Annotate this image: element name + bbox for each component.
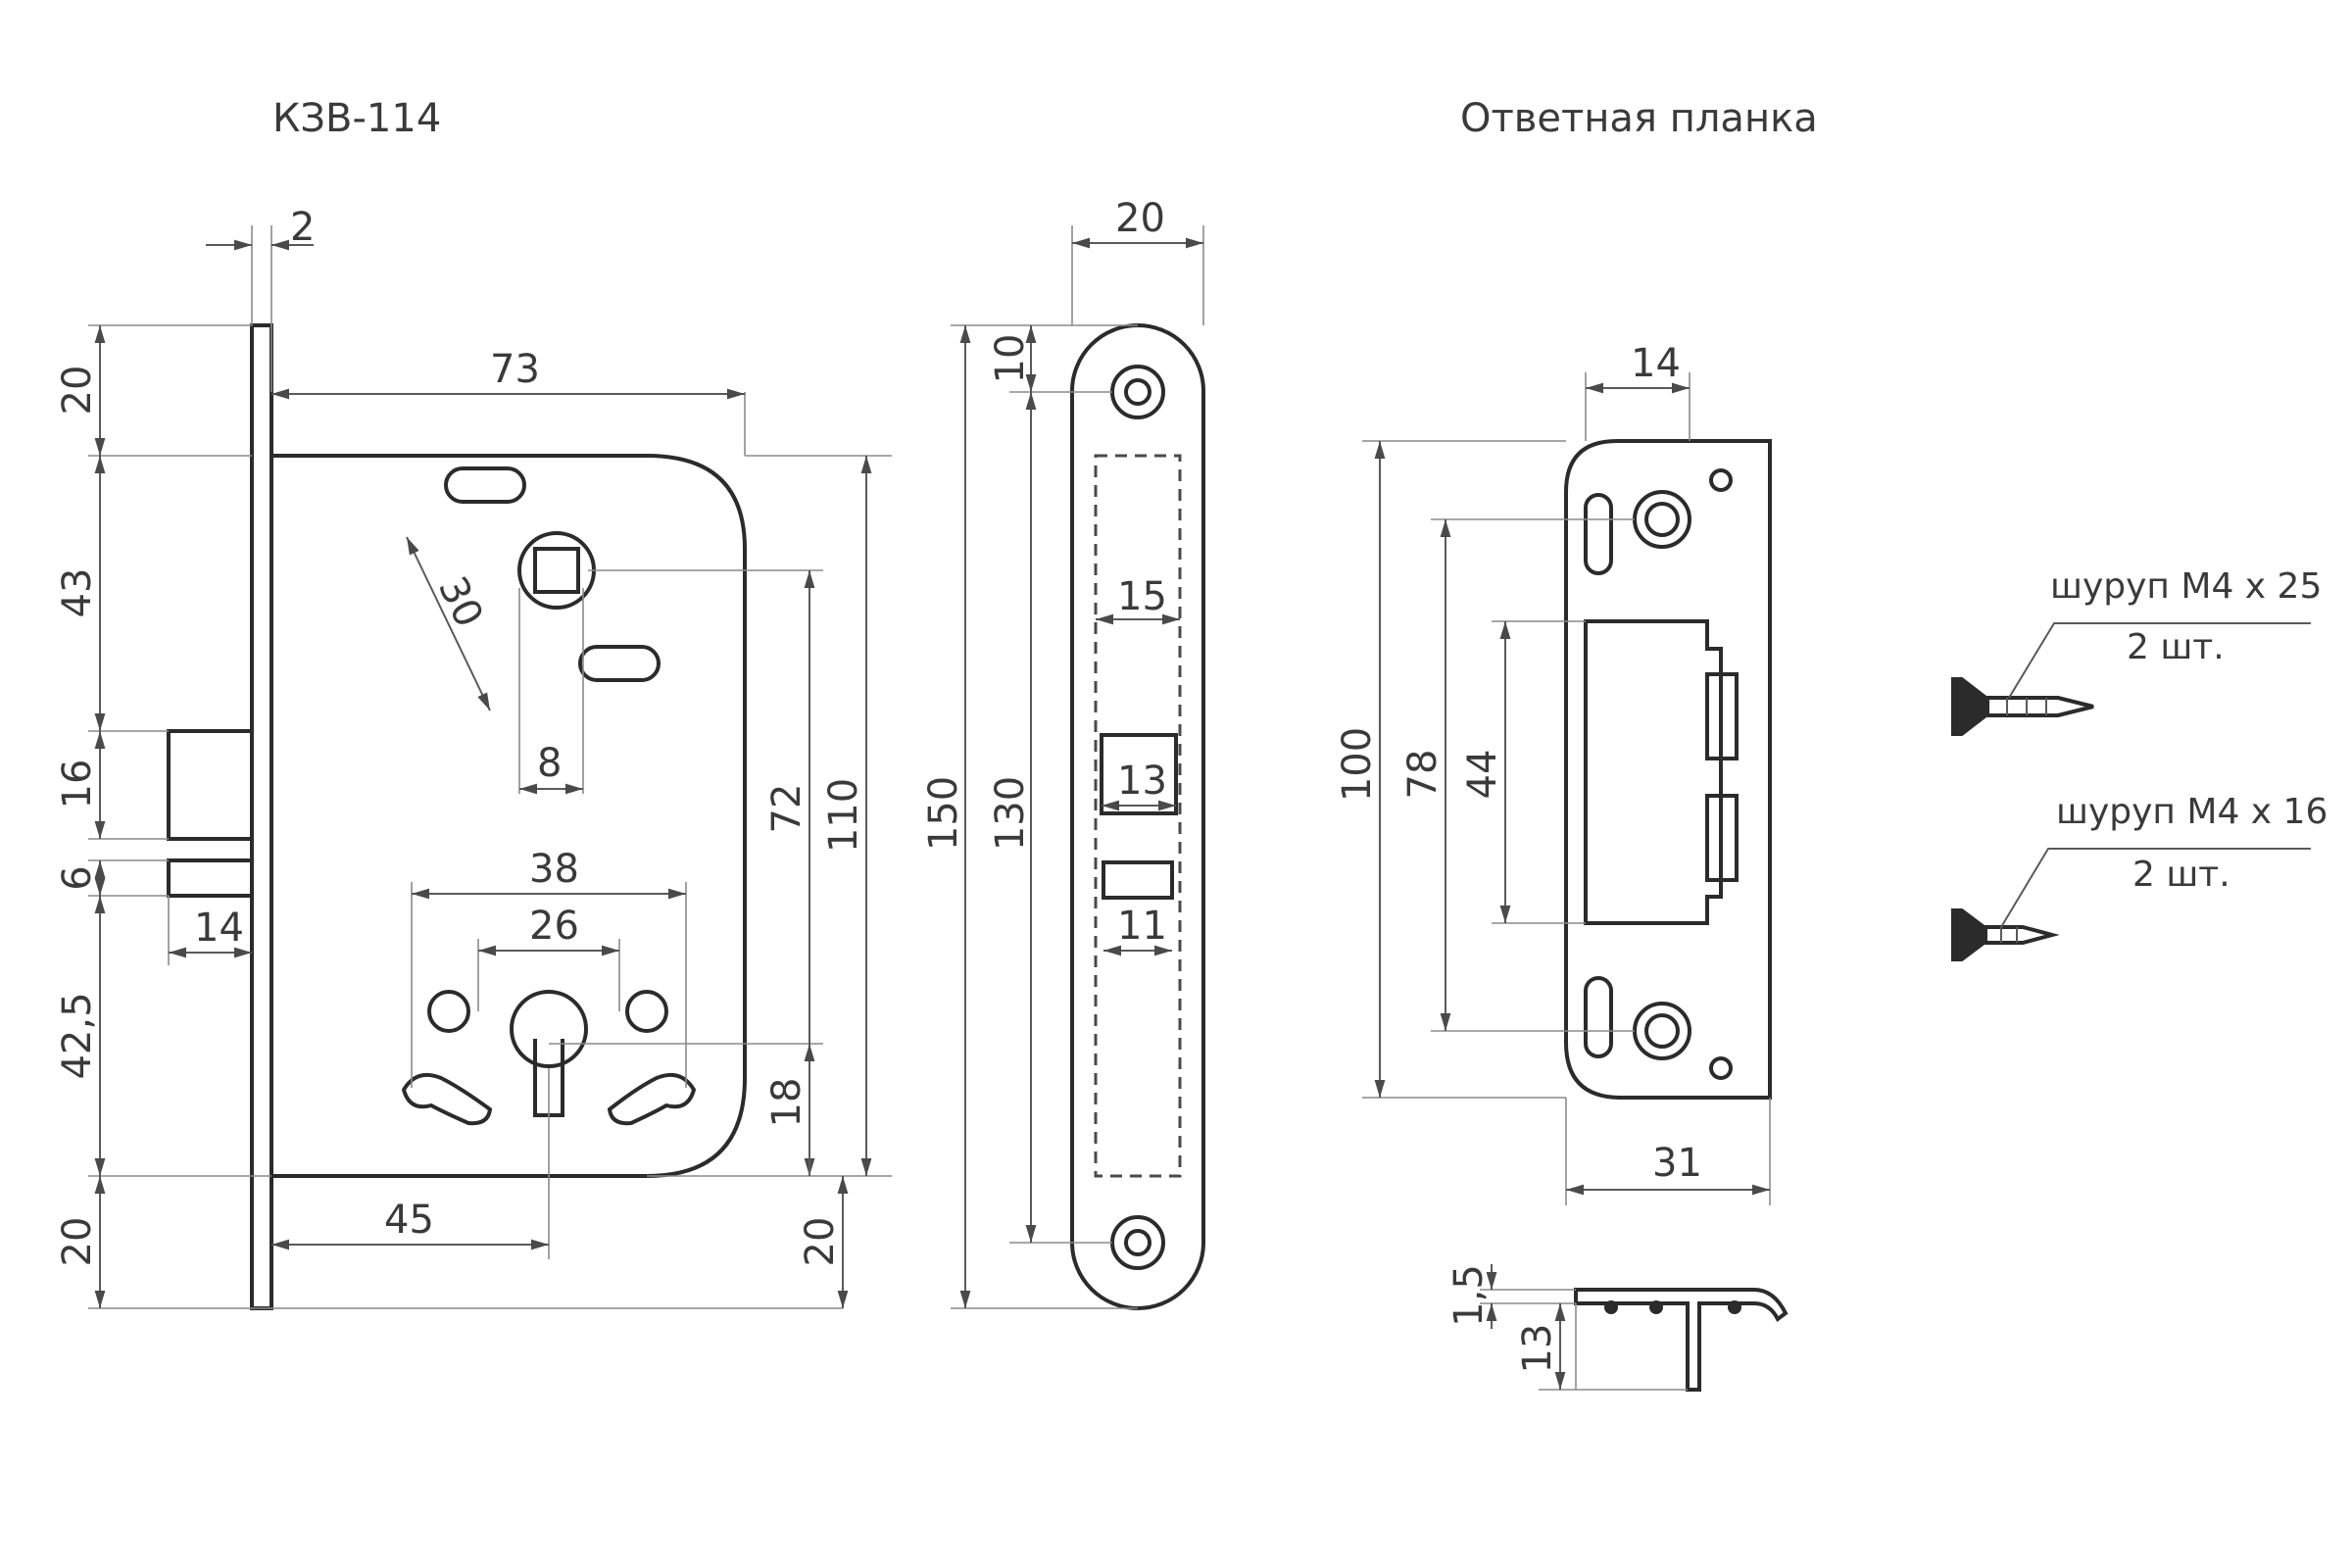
strike-pocket — [1584, 619, 1723, 925]
strike-outline — [1564, 439, 1772, 1100]
faceplate-outline — [1070, 323, 1205, 1310]
screw-hole-left — [427, 990, 470, 1033]
faceplate-dimension-lines — [959, 237, 1203, 1308]
dim-handle-angle: 30 — [429, 569, 492, 634]
screw-long-shank — [1985, 696, 2094, 717]
strike-profile — [1574, 1288, 1788, 1392]
lock-model-title: КЗВ-114 — [272, 96, 441, 141]
dim-strike-total-height: 100 — [1335, 727, 1380, 802]
profile-rivet-2 — [1649, 1300, 1663, 1314]
strike-hole-top-inner — [1644, 502, 1680, 537]
screw-short-qty: 2 шт. — [2132, 855, 2230, 895]
spindle-square — [533, 547, 580, 594]
dim-latch-width: 15 — [1117, 574, 1167, 619]
dim-handle-to-cylinder: 72 — [764, 784, 809, 834]
dim-body-bottom-offset: 20 — [798, 1217, 843, 1267]
faceplate-hole-top-inner — [1124, 378, 1152, 406]
strike-tab-upper — [1705, 672, 1739, 760]
mount-slot-upper — [444, 466, 526, 504]
strike-side-profile: 1,5 13 — [1446, 1264, 1788, 1392]
dim-strike-width: 31 — [1652, 1141, 1702, 1186]
strike-slot-bottom — [1584, 976, 1613, 1058]
dim-bolt-spacing-26: 26 — [529, 904, 579, 949]
bolt-window — [1102, 860, 1174, 900]
dim-backset: 45 — [384, 1198, 434, 1243]
mount-slot-middle — [578, 645, 661, 682]
faceplate-hole-top — [1110, 365, 1165, 419]
dim-bottom-offset: 20 — [55, 1217, 100, 1267]
strike-dimension-lines — [1374, 382, 1770, 1196]
lever-slot-right — [607, 1073, 697, 1126]
lock-dimension-lines — [94, 239, 872, 1308]
lock-side-view: 2 73 20 43 16 6 42,5 20 14 45 38 26 8 30… — [55, 205, 892, 1310]
cylinder-hole — [510, 990, 588, 1068]
screw-short-shank — [1984, 925, 2060, 945]
strike-slot-top — [1584, 493, 1613, 575]
screw-long-leader — [2008, 622, 2311, 699]
screw-short: шуруп М4 х 16 2 шт. — [1951, 792, 2328, 961]
dim-strike-thickness: 1,5 — [1446, 1264, 1492, 1327]
dim-faceplate-hole-spacing: 130 — [988, 776, 1033, 851]
strike-hole-bottom-inner — [1644, 1013, 1680, 1049]
dim-body-depth: 73 — [490, 347, 540, 392]
dim-latch-height: 16 — [55, 760, 100, 809]
dim-faceplate-width: 20 — [1115, 196, 1165, 241]
dim-handle-to-top: 43 — [55, 568, 100, 618]
dim-latch-window: 13 — [1117, 759, 1167, 804]
profile-dimension-lines — [1486, 1264, 1566, 1390]
dim-top-offset: 20 — [55, 366, 100, 416]
dim-cylinder-to-bottom: 42,5 — [55, 992, 100, 1079]
faceplate-front-view: 20 10 150 130 15 13 11 — [921, 196, 1205, 1310]
strike-plate-title: Ответная планка — [1460, 96, 1818, 141]
faceplate-hole-bottom — [1110, 1215, 1165, 1270]
screw-long: шуруп М4 х 25 2 шт. — [1951, 566, 2322, 736]
profile-rivet-3 — [1728, 1300, 1741, 1314]
dim-bolt-window: 11 — [1117, 904, 1167, 949]
latch-bolt — [167, 729, 254, 841]
faceplate-hole-bottom-inner — [1124, 1229, 1152, 1256]
screw-hole-right — [625, 990, 668, 1033]
dim-body-height: 110 — [821, 778, 866, 853]
dim-spindle-size: 8 — [537, 741, 562, 786]
latch-window — [1100, 733, 1178, 815]
dim-gap: 6 — [55, 865, 100, 890]
screw-long-qty: 2 шт. — [2127, 627, 2225, 667]
strike-hole-top — [1633, 490, 1691, 549]
dim-latch-throw: 14 — [194, 906, 244, 951]
strike-plate-view: 14 100 78 44 31 — [1335, 341, 1772, 1205]
dim-strike-width-top: 14 — [1631, 341, 1681, 386]
dim-bolt-spacing-38: 38 — [529, 847, 579, 892]
latch-lower — [167, 858, 254, 898]
dim-cylinder-height: 18 — [764, 1078, 809, 1128]
lock-faceplate — [250, 323, 273, 1310]
faceplate-hidden-body — [1094, 454, 1182, 1178]
dim-strike-lip-height: 13 — [1515, 1324, 1560, 1374]
strike-tab-lower — [1705, 794, 1739, 882]
strike-pin-top — [1709, 468, 1733, 492]
dim-strike-pocket-height: 44 — [1460, 750, 1505, 800]
lock-body — [271, 454, 747, 1178]
screw-long-head — [1951, 677, 1988, 736]
screw-short-leader — [2000, 848, 2311, 928]
dim-faceplate-hole-offset: 10 — [988, 334, 1033, 384]
strike-pin-bottom — [1709, 1056, 1733, 1080]
screw-long-label: шуруп М4 х 25 — [2050, 566, 2322, 607]
screw-short-label: шуруп М4 х 16 — [2056, 792, 2328, 832]
screw-short-head — [1951, 908, 1986, 961]
dim-faceplate-thickness: 2 — [290, 205, 315, 250]
dim-faceplate-total-height: 150 — [921, 776, 966, 851]
dim-strike-hole-spacing: 78 — [1400, 750, 1446, 800]
profile-rivet-1 — [1604, 1300, 1618, 1314]
strike-hole-bottom — [1633, 1002, 1691, 1060]
lever-slot-left — [401, 1073, 493, 1126]
